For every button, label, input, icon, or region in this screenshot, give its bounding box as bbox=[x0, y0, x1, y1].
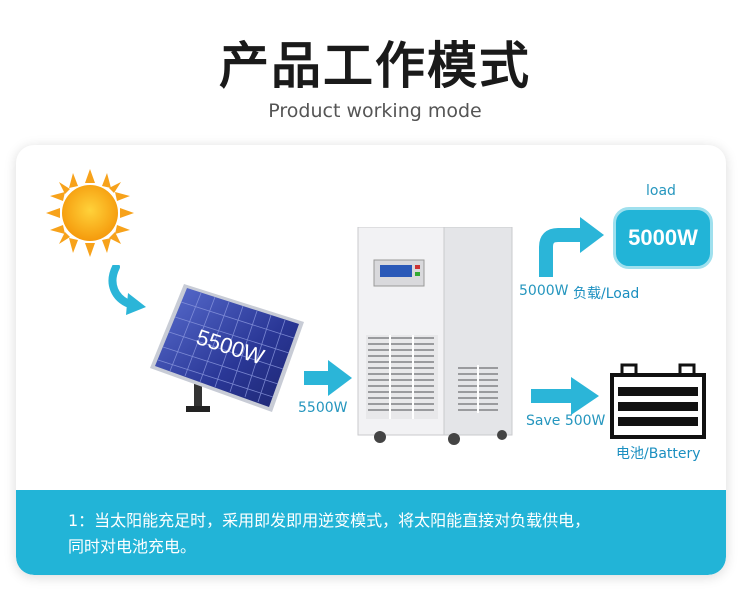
load-top-label: load bbox=[646, 183, 676, 199]
page-title: 产品工作模式 bbox=[219, 37, 531, 95]
panel-output-label: 5500W bbox=[298, 400, 348, 416]
caption-band: 1：当太阳能充足时，采用即发即用逆变模式，将太阳能直接对负载供电， 同时对电池充… bbox=[16, 490, 726, 575]
panel-to-inverter-arrow-icon bbox=[304, 360, 352, 396]
battery-icon bbox=[610, 363, 706, 439]
sun-icon bbox=[46, 169, 134, 257]
load-value-box: 5000W bbox=[613, 207, 713, 269]
mode-description-line-1: 1：当太阳能充足时，采用即发即用逆变模式，将太阳能直接对负载供电， bbox=[68, 511, 591, 530]
inverter-to-battery-arrow-icon bbox=[531, 377, 599, 415]
solar-panel-icon: 5500W bbox=[150, 284, 304, 412]
inverter-to-load-arrow-icon bbox=[539, 217, 604, 277]
load-caption: 负载/Load bbox=[573, 286, 640, 302]
sun-to-panel-arrow-icon bbox=[108, 265, 146, 315]
battery-output-label: Save 500W bbox=[526, 413, 606, 429]
load-output-label: 5000W bbox=[519, 283, 569, 299]
page-subtitle: Product working mode bbox=[268, 100, 482, 122]
battery-caption: 电池/Battery bbox=[616, 446, 701, 462]
diagram-card: 5500W 5500W bbox=[16, 145, 726, 575]
mode-description-line-2: 同时对电池充电。 bbox=[68, 537, 197, 556]
mode-description: 1：当太阳能充足时，采用即发即用逆变模式，将太阳能直接对负载供电， 同时对电池充… bbox=[68, 508, 718, 560]
inverter-cabinet-icon bbox=[357, 227, 513, 445]
